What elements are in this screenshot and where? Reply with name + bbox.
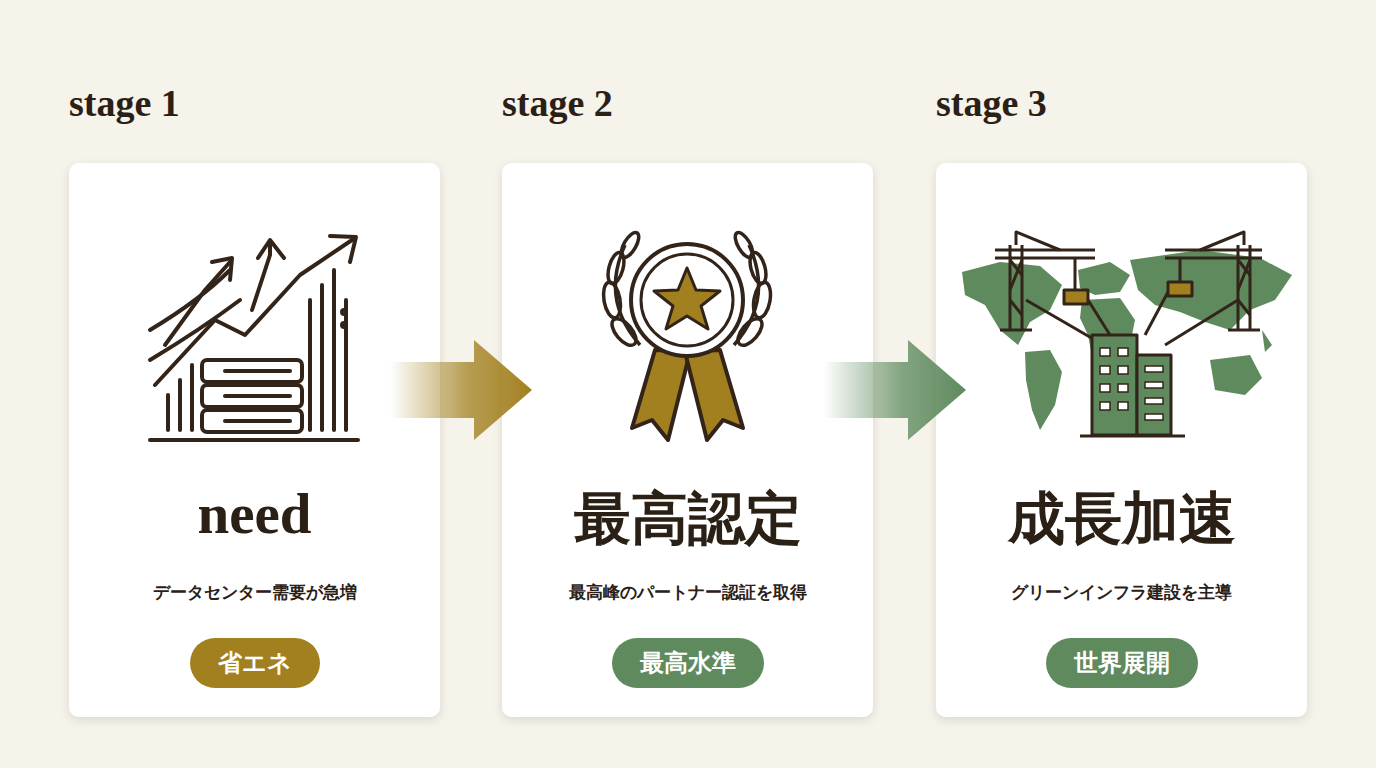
stage-label: stage 1 — [69, 81, 180, 125]
growth-server-icon — [150, 236, 358, 440]
stage-card: stage 2最高認定最高峰のパートナー認証を取得最高水準 — [502, 163, 873, 717]
card-heading: 最高認定 — [502, 481, 873, 558]
world-construction-icon — [962, 232, 1292, 436]
card-bg — [502, 163, 873, 717]
card-subtitle: 最高峰のパートナー認証を取得 — [502, 581, 873, 604]
flow-arrow — [823, 340, 966, 440]
card-subtitle: グリーンインフラ建設を主導 — [936, 581, 1307, 604]
card-heading: 成長加速 — [936, 481, 1307, 558]
stage-label: stage 2 — [502, 81, 613, 125]
award-medal-icon — [601, 230, 773, 440]
tag-text: 省エネ — [190, 638, 320, 688]
stage-card: stage 1needデータセンター需要が急増省エネ — [69, 163, 440, 717]
stage-card: stage 3成長加速グリーンインフラ建設を主導世界展開 — [936, 163, 1307, 717]
stage-label: stage 3 — [936, 81, 1047, 125]
flow-arrow — [390, 340, 532, 440]
tag-text: 世界展開 — [1046, 638, 1198, 688]
card-heading: need — [69, 481, 440, 546]
tag-pill: 世界展開 — [1046, 638, 1198, 688]
card-subtitle: データセンター需要が急増 — [69, 581, 440, 604]
tag-pill: 最高水準 — [612, 638, 764, 688]
tag-pill: 省エネ — [190, 638, 320, 688]
card-bg — [936, 163, 1307, 717]
card-bg — [69, 163, 440, 717]
tag-text: 最高水準 — [612, 638, 764, 688]
